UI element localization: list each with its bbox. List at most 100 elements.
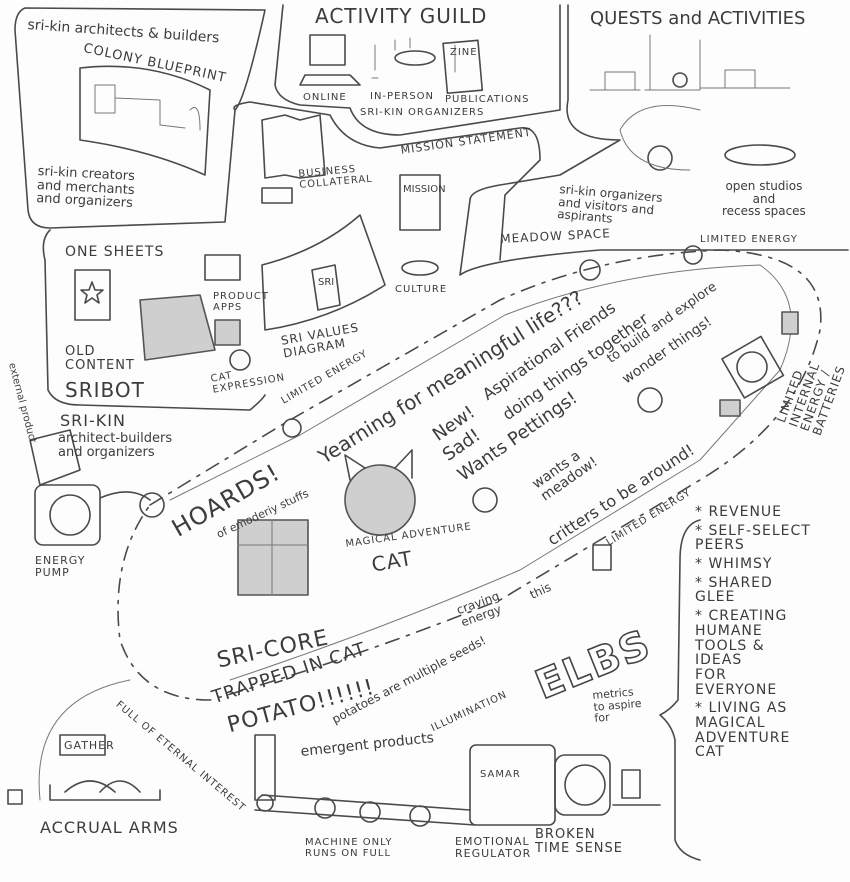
- quest-ball-2: [647, 145, 673, 171]
- broken-clock-face: [564, 764, 606, 806]
- broken-time-sense-label: BROKEN TIME SENSE: [535, 827, 623, 856]
- architects-region-border: [14, 7, 266, 229]
- limited-energy-label-top: LIMITED ENERGY: [700, 234, 798, 245]
- cat-ears: [344, 449, 413, 481]
- valve-bottom: [592, 544, 612, 571]
- magical-adventure-cat: [344, 464, 416, 536]
- blueprint-plan-lines: [114, 97, 201, 131]
- online-label: ONLINE: [303, 92, 347, 103]
- flower-icon: [472, 487, 498, 513]
- time-sense-clock-body: [554, 754, 611, 816]
- colony-blueprint-sheet: [79, 65, 211, 176]
- quest-track: [619, 105, 701, 171]
- sribot-region-border: [42, 229, 266, 411]
- activity-guild-region-border: [274, 4, 561, 136]
- studio-circle: [724, 144, 796, 166]
- quests-region-border: [459, 4, 849, 276]
- meeting-table: [394, 50, 436, 66]
- treasure-chest: [237, 519, 309, 596]
- culture-label: CULTURE: [395, 284, 448, 295]
- gathered-stones: [64, 780, 141, 793]
- product-blob: [409, 805, 431, 827]
- computer-keyboard: [299, 74, 361, 86]
- sun-icon: [579, 259, 601, 281]
- conveyor-roller: [256, 794, 274, 812]
- app-icon: [214, 319, 241, 346]
- mission-text: MISSION: [403, 184, 446, 195]
- energy-pipe: [99, 491, 151, 501]
- candle: [621, 769, 641, 799]
- accrual-arms-label: ACCRUAL ARMS: [40, 818, 179, 837]
- quest-ball: [672, 72, 688, 88]
- battery-cell: [781, 311, 799, 335]
- product-box: [204, 254, 241, 281]
- samar-label: SAMAR: [480, 769, 521, 780]
- values-item: * CREATING HUMANE TOOLS & IDEAS for EVER…: [695, 608, 788, 698]
- metrics-label: metrics to aspire for: [591, 685, 642, 725]
- mission-document: [399, 174, 441, 231]
- accrual-arms-tray: [49, 784, 161, 801]
- emotional-regulator-machine: [469, 744, 556, 826]
- one-sheets-label: ONE SHEETS: [65, 244, 165, 260]
- srikin-label: SRI-KIN: [60, 411, 126, 430]
- values-diagram-sheet: [261, 214, 386, 331]
- quests-title: QUESTS and ACTIVITIES: [590, 8, 806, 29]
- intake-chute: [254, 734, 276, 801]
- valve-top: [683, 245, 703, 265]
- product-blob: [314, 797, 336, 819]
- values-bracket: [659, 519, 701, 861]
- brochure: [261, 114, 326, 179]
- quest-stage-lines: [589, 34, 791, 91]
- zine-label: ZINE: [450, 47, 478, 58]
- publications-label: PUBLICATIONS: [445, 94, 530, 105]
- values-badge: [311, 264, 341, 311]
- values-list: * REVENUE * SELF-SELECT PEERS * WHIMSY *…: [695, 505, 811, 760]
- battery-cell: [719, 399, 741, 417]
- star-icon: [80, 281, 104, 304]
- emotional-regulator-label: EMOTIONAL REGULATOR: [455, 835, 532, 860]
- collateral-region-border: [233, 101, 541, 261]
- values-item: * WHIMSY: [695, 556, 773, 573]
- energy-pump-label: ENERGY PUMP: [35, 554, 86, 579]
- product-apps-label: PRODUCT APPS: [213, 291, 269, 313]
- people-figures: [371, 37, 456, 79]
- srikin-arrow-shape: [29, 429, 81, 486]
- computer-monitor: [309, 34, 346, 66]
- old-content-stack: [139, 294, 216, 361]
- gather-label: GATHER: [64, 739, 115, 752]
- battery-fan-unit: [721, 335, 785, 399]
- open-studios-label: open studios and recess spaces: [722, 179, 806, 219]
- pipe-valve: [139, 492, 165, 518]
- chest-bands: [237, 519, 309, 596]
- business-card: [261, 187, 293, 204]
- activity-guild-title: ACTIVITY GUILD: [315, 4, 488, 28]
- sribot-title: SRIBOT: [65, 378, 145, 402]
- old-content-label: OLD CONTENT: [65, 344, 135, 373]
- machine-runs-label: MACHINE ONLY RUNS ON FULL: [305, 837, 393, 859]
- valve-left: [282, 418, 302, 438]
- small-block: [7, 789, 23, 805]
- one-sheet-page: [74, 269, 111, 321]
- energy-pump-body: [34, 484, 101, 546]
- product-blob: [359, 801, 381, 823]
- cat-face-icon: [229, 349, 251, 371]
- zine-page: [442, 39, 484, 95]
- values-item: * SELF-SELECT PEERS: [695, 522, 811, 554]
- gather-sign: [59, 734, 106, 756]
- sri-badge-text: SRI: [318, 277, 335, 288]
- in-person-label: IN-PERSON: [370, 91, 435, 102]
- rail-track: [38, 679, 131, 801]
- srikin-sub-label: architect-builders and organizers: [58, 431, 173, 460]
- energy-pump-fan: [49, 494, 91, 536]
- culture-dish: [401, 260, 439, 276]
- flower-icon: [637, 387, 663, 413]
- blueprint-room: [94, 84, 116, 114]
- values-item: * LIVING AS MAGICAL ADVENTURE CAT: [695, 700, 791, 761]
- values-item: * REVENUE: [695, 504, 783, 520]
- sri-core-loop-outer: [117, 249, 822, 701]
- values-item: * SHARED GLEE: [695, 574, 773, 606]
- battery-fan: [736, 351, 768, 383]
- creators-label: sri-kin creators and merchants and organ…: [35, 164, 136, 212]
